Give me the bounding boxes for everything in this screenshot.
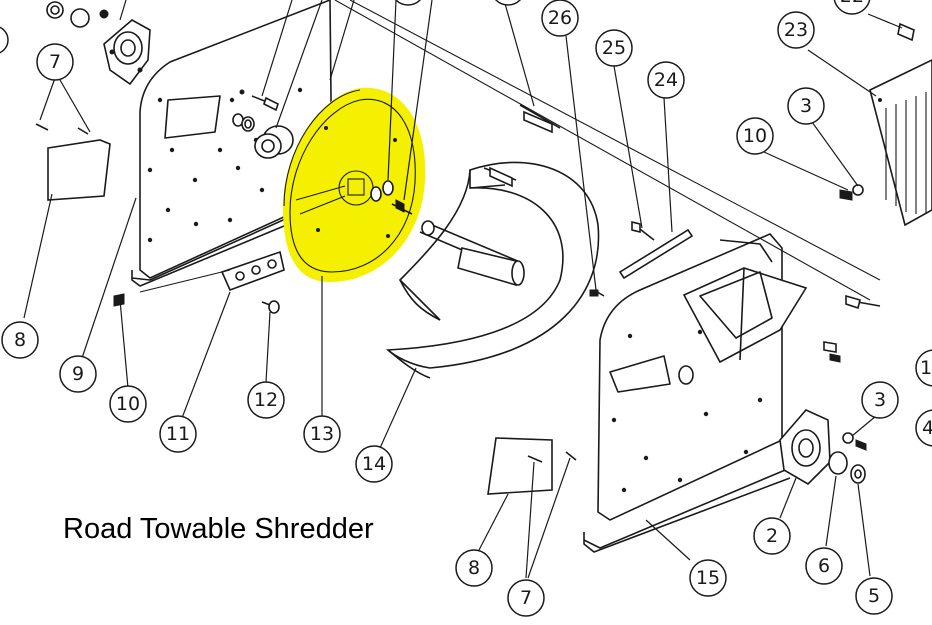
callout-label: 7 [520,587,532,609]
callout-label: 3 [800,95,812,117]
callout-10-left: 10 [109,385,147,423]
callout-7-top-left: 7 [36,43,74,81]
callout-label: 12 [254,389,278,411]
callout-5: 5 [855,577,893,615]
callout-8-bottom: 8 [455,549,493,587]
callout-label: 11 [166,423,190,445]
callout-26: 26 [541,0,579,37]
partial-callouts-top [0,0,522,54]
curved-housing [385,161,600,379]
callout-11: 11 [159,415,197,453]
callout-3-top-right: 3 [787,87,825,125]
frame-rails [139,0,881,301]
right-cover-plate [487,437,577,495]
callout-label: 4 [922,417,932,439]
callout-10-right: 10 [736,117,774,155]
diagram-caption: Road Towable Shredder [63,513,374,545]
callout-6: 6 [805,547,843,585]
mounting-plate-small [113,250,285,314]
callout-22: 22 [833,0,871,15]
left-cover-plate [35,123,111,201]
callout-label: 8 [468,557,480,579]
callout-7-bottom: 7 [507,579,545,617]
feed-chute [682,239,808,364]
callout-15: 15 [689,559,727,597]
callout-label: 24 [654,69,678,91]
leader-lines [23,0,903,579]
callout-label: 15 [696,567,720,589]
callout-12: 12 [247,381,285,419]
callout-label: 5 [868,585,880,607]
callout-label: 14 [362,453,386,475]
callout-9: 9 [59,355,97,393]
callout-3-bottom-right: 3 [861,381,899,419]
callout-label: 8 [14,329,26,351]
callout-24: 24 [647,61,685,99]
callout-label: 26 [548,7,572,29]
callout-label: 25 [602,37,626,59]
callout-label: 3 [874,389,886,411]
callout-13: 13 [303,415,341,453]
right-flange-bearing [779,294,881,486]
top-right-grate [869,22,932,227]
callout-4: 4 [915,409,932,447]
callout-label: 10 [116,393,140,415]
main-shaft [419,104,561,287]
bolt-set-upper [232,89,294,159]
callout-label: 13 [310,423,334,445]
callout-label: 7 [49,51,61,73]
spacer-and-spring [370,180,413,215]
callout-label: 2 [766,525,778,547]
callout-label: 9 [72,363,84,385]
callout-1: 1 [915,349,932,387]
callout-label: 22 [840,0,864,7]
callout-2: 2 [753,517,791,555]
clamp-plates [589,184,864,297]
callout-label: 23 [784,19,808,41]
callout-label: 6 [818,555,830,577]
callout-label: 1 [920,357,932,379]
left-flange-bearing [46,1,151,86]
callout-14: 14 [355,445,393,483]
callout-8-left: 8 [1,321,39,359]
callout-25: 25 [595,29,633,67]
callout-23: 23 [777,11,815,49]
callout-label: 10 [743,125,767,147]
